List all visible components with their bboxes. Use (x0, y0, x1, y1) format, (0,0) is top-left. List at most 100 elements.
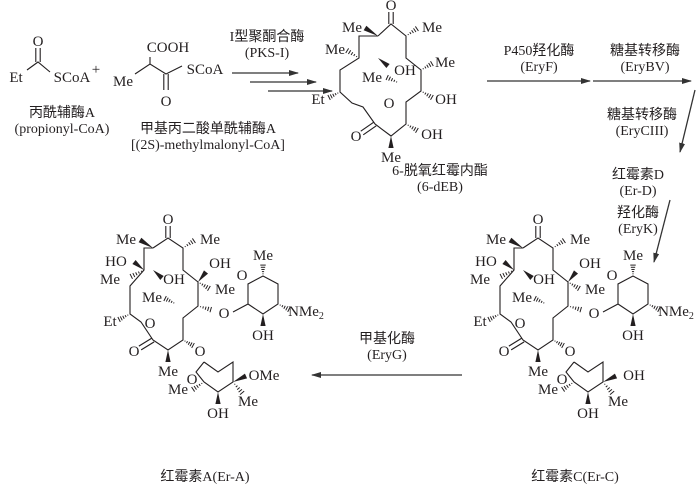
erc-atom-me: Me (486, 232, 506, 248)
era-atom-me: Me (215, 282, 235, 298)
hash-bond (607, 387, 610, 389)
hash-bond (203, 306, 204, 308)
wedge-bond (165, 350, 170, 362)
hash-bond (495, 315, 496, 317)
hash-bond (138, 272, 139, 274)
compound-erd-cn: 红霉素D (598, 168, 678, 184)
wedge-bond (153, 270, 164, 280)
hash-bond (189, 242, 191, 245)
era-atom-me: Me (100, 272, 120, 288)
wedge-bond (139, 238, 153, 248)
hash-bond (200, 283, 201, 284)
hash-bond (556, 341, 557, 343)
hash-bond (410, 32, 411, 34)
hash-bond (654, 306, 655, 309)
hash-bond (351, 52, 353, 55)
hash-bond (136, 272, 137, 275)
hash-bond (534, 296, 536, 301)
compound-erd-label: 红霉素D (Er-D) (598, 168, 678, 200)
era-atom-oh: OH (209, 256, 231, 272)
era-atom-me: Me (168, 382, 188, 398)
hash-bond (282, 305, 283, 307)
atom-scoa: SCoA (54, 70, 91, 86)
hash-bond (408, 125, 409, 126)
compound-era-label: 红霉素A(Er-A) (130, 470, 280, 486)
hash-bond (578, 286, 581, 291)
compound-erc-name: 红霉素C(Er-C) (500, 470, 650, 486)
hash-bond (133, 273, 135, 277)
propionyl-coa-name-en: (propionyl-CoA) (2, 122, 122, 138)
era-atom-oh: OH (163, 272, 185, 288)
era-atom-oh: OH (207, 406, 229, 422)
atom-me: Me (113, 74, 133, 90)
erc-atom-me: Me (470, 272, 490, 288)
hash-bond (573, 306, 574, 308)
double-bond (363, 126, 376, 135)
hash-bond (493, 316, 494, 319)
era-ring-bond (130, 238, 198, 350)
enzyme-pks-cn: I型聚酮合酶 (222, 30, 312, 46)
hash-bond (559, 242, 561, 245)
wedge-bond (502, 260, 514, 270)
hash-bond (205, 307, 206, 310)
hash-bond (412, 30, 414, 33)
hash-bond (204, 284, 206, 287)
enzyme-eryg-label: 甲基化酶 (EryG) (342, 332, 432, 364)
erc-atom-me: Me (623, 248, 643, 264)
hash-bond (423, 68, 424, 69)
erc-atom-me: Me (538, 382, 558, 398)
enzyme-erybv-label: 糖基转移酶 (EryBV) (595, 44, 695, 76)
hash-bond (202, 383, 203, 384)
era-atom-o: O (145, 316, 156, 332)
erc-atom-o: O (515, 316, 526, 332)
erc-atom-o: O (499, 344, 510, 360)
wedge-bond (603, 374, 617, 382)
wedge-bond (585, 392, 590, 404)
hash-bond (561, 240, 563, 244)
hash-bond (555, 246, 556, 247)
hash-bond (391, 78, 392, 81)
hash-bond (335, 93, 336, 95)
plus-sign: + (92, 62, 100, 78)
erc-atom-o: O (607, 268, 618, 284)
hash-bond (560, 342, 562, 346)
hash-bond (431, 61, 434, 66)
erc-atom-me: Me (585, 282, 605, 298)
hash-bond (609, 389, 612, 392)
hash-bond (416, 128, 419, 133)
hash-bond (408, 34, 409, 35)
hash-bond (572, 284, 573, 286)
erc-atom-o: O (565, 344, 576, 360)
hash-bond (414, 127, 416, 131)
atom-me: Me (342, 20, 362, 36)
hash-bond (429, 63, 431, 67)
subscript: 2 (689, 311, 694, 322)
methylmalonyl-coa-name-en: [(2S)-methylmalonyl-CoA] (108, 138, 308, 154)
bond (135, 64, 182, 74)
hash-bond (604, 384, 605, 385)
atom-me: Me (422, 20, 442, 36)
hash-bond (570, 283, 571, 284)
hash-bond (208, 307, 209, 311)
hash-bond (423, 92, 424, 93)
hash-bond (386, 75, 388, 80)
hash-bond (348, 50, 350, 54)
erc-atom-me: Me (528, 364, 548, 380)
compound-6deb-en: (6-dEB) (370, 180, 510, 196)
enzyme-eryk-cn: 羟化酶 (606, 206, 670, 222)
era-atom-ome: OMe (249, 368, 280, 384)
hash-bond (506, 272, 507, 275)
hash-bond (171, 301, 172, 303)
hash-bond (488, 317, 490, 322)
hash-bond (123, 316, 124, 319)
wedge-bond (630, 314, 635, 326)
erc-atom-nme2: NMe2 (658, 304, 694, 322)
wedge-bond (523, 270, 534, 280)
hash-bond (185, 341, 186, 342)
atom-o: O (386, 0, 397, 14)
era-atom-me: Me (253, 248, 273, 264)
era-atom-nme2: NMe2 (288, 304, 324, 322)
hash-bond (508, 272, 509, 274)
atom-o: O (33, 34, 44, 50)
